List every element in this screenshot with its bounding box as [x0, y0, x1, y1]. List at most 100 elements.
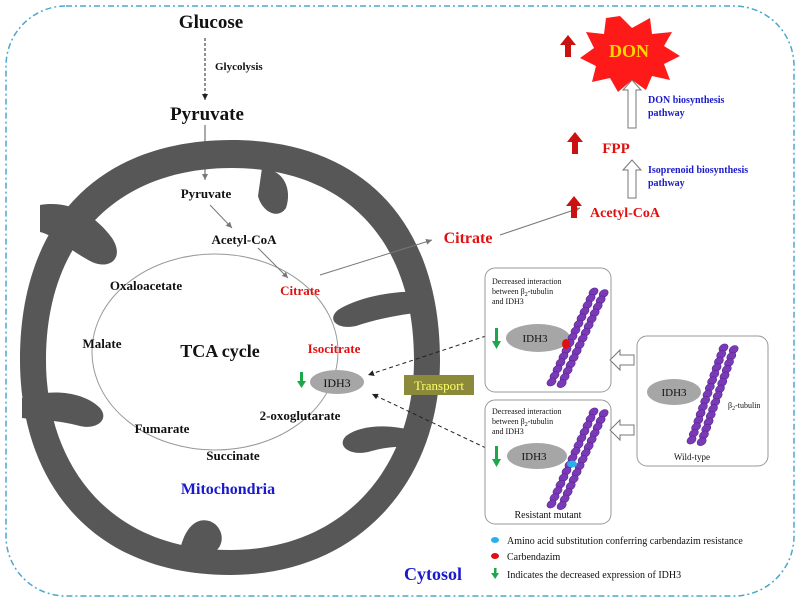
panel-bottom-note-line1: Decreased interaction: [492, 407, 562, 416]
acetyl-coa-cytosol-label: Acetyl-CoA: [590, 206, 661, 221]
isoprenoid-line1: Isoprenoid biosynthesis: [648, 165, 748, 176]
tubulin-subunit: [693, 415, 704, 425]
pyruvate-mito-label: Pyruvate: [181, 186, 232, 201]
tubulin-subunit: [712, 391, 723, 401]
panel-bottom: Decreased interaction between β2-tubulin…: [484, 399, 612, 525]
tubulin-subunit: [691, 422, 701, 432]
panel-top: Decreased interaction between β2-tubulin…: [484, 267, 612, 393]
tubulin-subunit: [726, 351, 737, 361]
don-biosynthesis-line1: DON biosynthesis: [648, 95, 725, 106]
idh3-wildtype-shape: [647, 379, 701, 405]
transport-badge: Transport: [404, 375, 474, 395]
tubulin-subunit: [719, 371, 730, 381]
down-arrow-icon-top: [492, 328, 501, 349]
hollow-arrow-icon-to-top: [609, 348, 635, 372]
panel-top-note-line3: and IDH3: [492, 297, 524, 306]
legend-carbendazim-icon: [491, 553, 499, 559]
legend-mutation-icon: [491, 537, 499, 543]
mitochondria-label: Mitochondria: [181, 481, 275, 498]
transport-label: Transport: [414, 378, 464, 393]
tubulin-subunit: [704, 383, 715, 392]
panel-bottom-note-line3: and IDH3: [492, 427, 524, 436]
oxaloacetate-label: Oxaloacetate: [110, 278, 182, 293]
legend-item-down-expression: Indicates the decreased expression of ID…: [507, 570, 681, 581]
fumarate-label: Fumarate: [135, 421, 190, 436]
oxoglutarate-label: 2-oxoglutarate: [260, 408, 341, 423]
tubulin-subunit: [717, 378, 728, 387]
legend-down-arrow-icon: [491, 568, 499, 579]
tubulin-subunit: [703, 417, 714, 427]
tubulin-subunit: [716, 350, 727, 359]
cell-boundary: [5, 5, 795, 597]
mitochondrion: [20, 140, 440, 575]
isoprenoid-line2: pathway: [648, 178, 685, 189]
idh3-bottom-label: IDH3: [521, 451, 547, 463]
tubulin-subunit: [556, 379, 567, 389]
tubulin-subunit: [696, 437, 707, 447]
tubulin-subunit: [711, 363, 722, 373]
panel-top-note-line2: between β2-tubulin: [492, 287, 553, 298]
tubulin-subunit: [702, 389, 713, 399]
don-starburst: DON: [580, 16, 680, 92]
tubulin-subunit: [556, 501, 567, 511]
tubulin-subunit: [699, 430, 709, 440]
don-label: DON: [609, 41, 649, 61]
hollow-arrow-icon-to-bottom: [609, 418, 635, 442]
pyruvate-to-acetyl-arrow: [209, 204, 233, 229]
tubulin-subunit: [728, 345, 739, 355]
panel-wildtype: IDH3 β2-tubulin Wild-type: [636, 335, 769, 467]
citrate-to-acetyl-arrow: [499, 207, 581, 236]
idh3-mito-label: IDH3: [323, 376, 350, 390]
pyruvate-cytosol-label: Pyruvate: [170, 104, 244, 125]
up-arrow-icon-don: [560, 35, 576, 57]
carbendazim-top-icon: [562, 339, 570, 349]
tubulin-subunit: [695, 409, 706, 419]
malate-label: Malate: [83, 336, 122, 351]
hollow-up-arrow-icon-fpp: [621, 159, 643, 199]
tubulin-subunit: [546, 499, 557, 509]
isocitrate-label: Isocitrate: [308, 341, 361, 356]
wildtype-caption: Wild-type: [674, 452, 710, 462]
beta2-tubulin-wildtype: [686, 343, 739, 447]
idh3-mito-shape: [310, 370, 364, 394]
panel-bottom-note-line2: between β2-tubulin: [492, 417, 553, 428]
tubulin-subunit: [546, 377, 557, 387]
panel-top-note-line1: Decreased interaction: [492, 277, 562, 286]
glycolysis-label: Glycolysis: [215, 61, 263, 73]
hollow-up-arrow-icon-don: [621, 79, 643, 129]
citrate-cytosol-label: Citrate: [444, 230, 493, 247]
resistant-mutant-caption: Resistant mutant: [515, 510, 582, 521]
tubulin-subunit: [688, 429, 699, 438]
tubulin-subunit: [721, 364, 732, 374]
tubulin-subunit: [707, 376, 717, 386]
legend-item-carbendazim: Carbendazim: [507, 552, 561, 563]
don-biosynthesis-line2: pathway: [648, 108, 685, 119]
idh3-mito: IDH3: [310, 370, 364, 394]
tca-cycle-label: TCA cycle: [180, 341, 259, 361]
up-arrow-icon-acetyl: [566, 196, 582, 218]
tubulin-subunit: [705, 410, 716, 420]
tubulin-label-wildtype: β2-tubulin: [728, 401, 760, 412]
tubulin-subunit: [698, 402, 708, 412]
legend: Amino acid substitution conferring carbe…: [491, 536, 743, 581]
idh3-top-label: IDH3: [522, 333, 548, 345]
acetyl-to-citrate-arrow: [257, 247, 289, 279]
tubulin-subunit: [714, 356, 724, 366]
beta2-tubulin-bottom: [546, 407, 609, 511]
tubulin-subunit: [701, 424, 712, 433]
succinate-label: Succinate: [206, 448, 260, 463]
citrate-export-arrow: [319, 238, 433, 276]
tubulin-subunit: [718, 343, 729, 353]
cytosol-label: Cytosol: [404, 564, 462, 584]
citrate-mito-label: Citrate: [280, 283, 320, 298]
idh3-bottom-shape: [507, 443, 567, 469]
transport-arrow-bottom: [371, 393, 487, 449]
tubulin-subunit: [700, 396, 711, 405]
fpp-label: FPP: [602, 141, 630, 157]
idh3-top-shape: [506, 324, 570, 352]
glucose-label: Glucose: [179, 12, 243, 33]
down-arrow-icon-mito: [297, 372, 306, 388]
tca-cycle-ring: [91, 253, 339, 451]
tubulin-subunit: [709, 369, 720, 379]
